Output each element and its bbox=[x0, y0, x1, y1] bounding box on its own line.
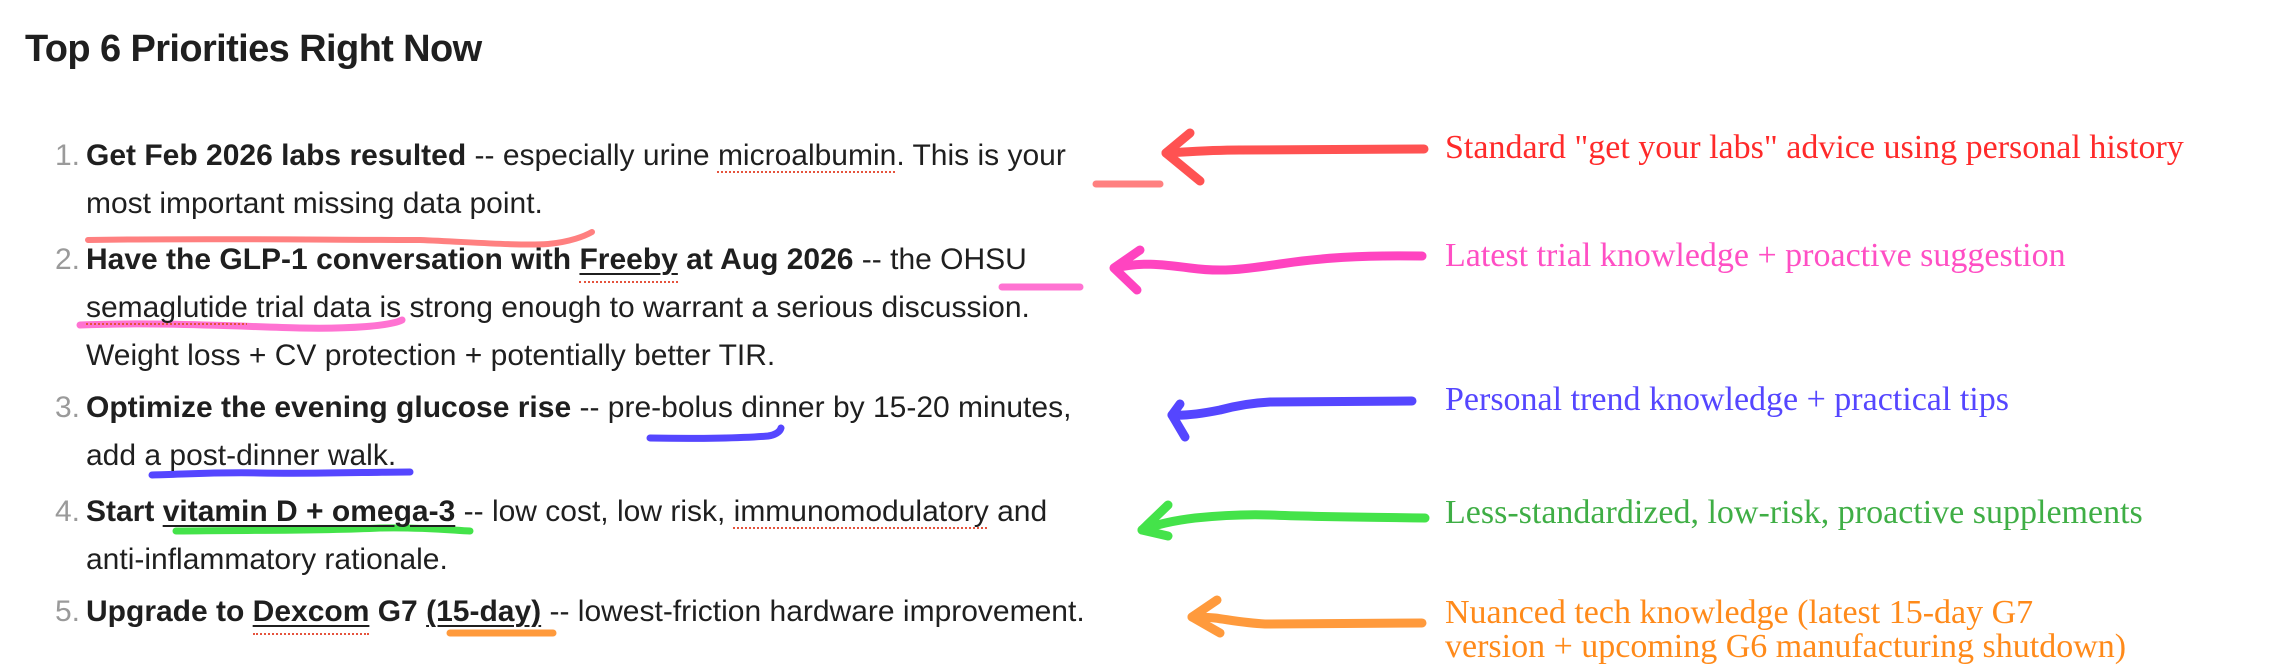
list-item-1-line-2: most important missing data point. bbox=[86, 187, 543, 220]
highlighted-word-ohsu: OHSU bbox=[940, 243, 1027, 276]
list-number-2: 2. bbox=[54, 243, 80, 276]
highlighted-word: your bbox=[1007, 139, 1066, 172]
list-item-1-line-1: Get Feb 2026 labs resulted -- especially… bbox=[86, 139, 1066, 172]
list-item-4-line-1: Start vitamin D + omega-3 -- low cost, l… bbox=[86, 495, 1048, 528]
vitamin-d-omega-3-link[interactable]: vitamin D + omega-3 bbox=[162, 495, 456, 528]
orange-arrow-icon bbox=[1187, 595, 1427, 638]
pink-arrow-icon bbox=[1109, 245, 1427, 295]
dexcom-link[interactable]: Dexcom bbox=[252, 595, 370, 628]
highlighted-phrase-post-dinner-walk: a post-dinner walk bbox=[144, 439, 388, 472]
highlight-pre-bolus bbox=[646, 424, 785, 442]
list-item-2-line-1: Have the GLP-1 conversation with Freeby … bbox=[86, 243, 1027, 276]
list-number-3: 3. bbox=[54, 391, 80, 424]
list-item-5-line-1: Upgrade to Dexcom G7 (15-day) -- lowest-… bbox=[86, 595, 1085, 628]
annotation-5-line-1: Nuanced tech knowledge (latest 15-day G7 bbox=[1445, 594, 2034, 631]
list-item-4-line-2: anti-inflammatory rationale. bbox=[86, 543, 448, 576]
list-number-5: 5. bbox=[54, 595, 80, 628]
spellcheck-word[interactable]: microalbumin bbox=[717, 139, 897, 172]
item-1-title: Get Feb 2026 labs resulted bbox=[86, 139, 467, 172]
spellcheck-word[interactable]: semaglutide bbox=[86, 291, 248, 324]
green-arrow-icon bbox=[1137, 500, 1430, 541]
highlighted-word-pre-bolus: pre-bolus bbox=[607, 391, 733, 424]
annotation-5-line-2: version + upcoming G6 manufacturing shut… bbox=[1445, 628, 2127, 665]
list-item-3-line-2: add a post-dinner walk. bbox=[86, 439, 397, 472]
annotation-3: Personal trend knowledge + practical tip… bbox=[1445, 381, 2009, 418]
spellcheck-word[interactable]: immunomodulatory bbox=[733, 495, 989, 528]
freeby-link[interactable]: Freeby bbox=[579, 243, 678, 276]
blue-arrow-icon bbox=[1167, 396, 1417, 442]
list-number-1: 1. bbox=[54, 139, 80, 172]
annotation-1: Standard "get your labs" advice using pe… bbox=[1445, 129, 2184, 166]
fifteen-day-link[interactable]: (15-day) bbox=[426, 595, 542, 628]
red-arrow-icon bbox=[1161, 128, 1429, 186]
list-number-4: 4. bbox=[54, 495, 80, 528]
annotation-4: Less-standardized, low-risk, proactive s… bbox=[1445, 494, 2143, 531]
list-item-2-line-3: Weight loss + CV protection + potentiall… bbox=[86, 339, 776, 372]
list-item-3-line-1: Optimize the evening glucose rise -- pre… bbox=[86, 391, 1072, 424]
page-title: Top 6 Priorities Right Now bbox=[25, 28, 482, 70]
annotation-2: Latest trial knowledge + proactive sugge… bbox=[1445, 237, 2066, 274]
list-item-2-line-2: semaglutide trial data is strong enough … bbox=[86, 291, 1030, 324]
